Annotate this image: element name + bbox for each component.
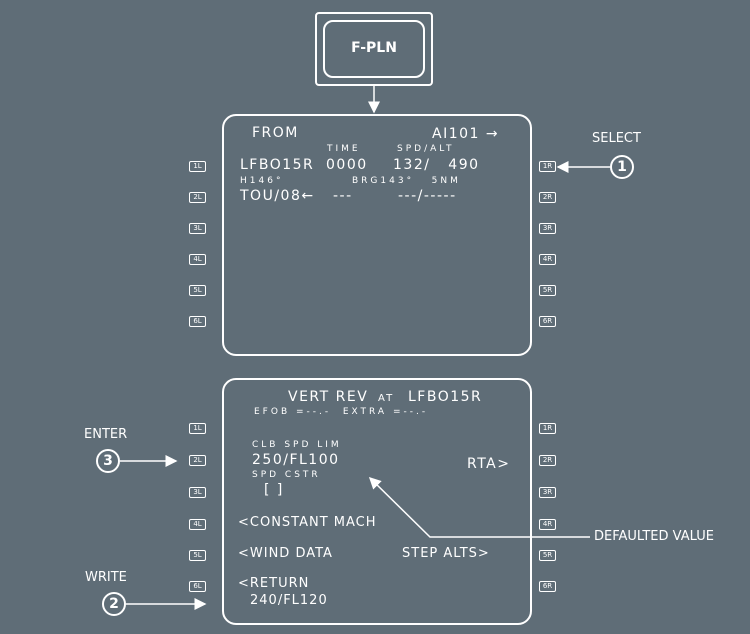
callout-2-badge: 2 xyxy=(102,592,126,616)
fpln-row2-waypoint: TOU/08← xyxy=(240,188,315,204)
lsk-2r-top[interactable]: 2R xyxy=(539,192,556,203)
fpln-row1-bearing: BRG143° 5NM xyxy=(352,176,461,186)
fpln-header-time: TIME xyxy=(327,144,361,154)
fpln-key-outer xyxy=(315,12,433,86)
defaulted-leader xyxy=(368,476,590,538)
enter-label: ENTER xyxy=(84,427,128,442)
fpln-row1-waypoint: LFBO15R xyxy=(240,157,315,173)
lsk-1l-top[interactable]: 1L xyxy=(189,161,206,172)
fpln-flight-number: AI101 → xyxy=(432,126,500,142)
lsk-5l-bottom[interactable]: 5L xyxy=(189,550,206,561)
lsk-2r-bottom[interactable]: 2R xyxy=(539,455,556,466)
rta-prompt[interactable]: RTA> xyxy=(467,456,511,472)
vert-rev-title-at: AT xyxy=(378,393,395,404)
wind-data-prompt[interactable]: <WIND DATA xyxy=(238,546,333,561)
return-value: 240/FL120 xyxy=(250,593,328,608)
mcdu-screen-vert-rev xyxy=(222,378,532,625)
lsk-2l-bottom[interactable]: 2L xyxy=(189,455,206,466)
select-label: SELECT xyxy=(592,131,641,146)
spd-cstr-label: SPD CSTR xyxy=(252,470,321,480)
write-label: WRITE xyxy=(85,570,127,585)
fpln-key-label: F-PLN xyxy=(351,40,397,56)
lsk-4l-bottom[interactable]: 4L xyxy=(189,519,206,530)
lsk-1l-bottom[interactable]: 1L xyxy=(189,423,206,434)
fpln-header-spdalt: SPD/ALT xyxy=(397,144,455,154)
constant-mach-prompt[interactable]: <CONSTANT MACH xyxy=(238,515,377,530)
fpln-title: FROM xyxy=(252,125,299,141)
fpln-row1-heading: H146° xyxy=(240,176,284,186)
callout-1-badge: 1 xyxy=(610,155,634,179)
fpln-row1-spdalt: 132/ 490 xyxy=(393,157,480,173)
lsk-1r-bottom[interactable]: 1R xyxy=(539,423,556,434)
clb-spd-lim-value[interactable]: 250/FL100 xyxy=(252,452,340,468)
vert-rev-waypoint: LFBO15R xyxy=(408,389,483,405)
callout-3-badge: 3 xyxy=(96,449,120,473)
lsk-2l-top[interactable]: 2L xyxy=(189,192,206,203)
lsk-6l-top[interactable]: 6L xyxy=(189,316,206,327)
vert-rev-title: VERT REV xyxy=(288,389,369,405)
fpln-row2-time: --- xyxy=(333,188,353,204)
lsk-5r-top[interactable]: 5R xyxy=(539,285,556,296)
lsk-1r-top[interactable]: 1R xyxy=(539,161,556,172)
fpln-row1-time: 0000 xyxy=(326,157,368,173)
lsk-5r-bottom[interactable]: 5R xyxy=(539,550,556,561)
clb-spd-lim-label: CLB SPD LIM xyxy=(252,440,342,450)
fpln-row2-spdalt: ---/----- xyxy=(398,188,457,204)
lsk-3l-top[interactable]: 3L xyxy=(189,223,206,234)
efob-extra-line: EFOB =--.- EXTRA =--.- xyxy=(254,407,429,417)
step-alts-prompt[interactable]: STEP ALTS> xyxy=(402,546,490,561)
lsk-3l-bottom[interactable]: 3L xyxy=(189,487,206,498)
fpln-key[interactable] xyxy=(323,20,425,78)
defaulted-value-label: DEFAULTED VALUE xyxy=(594,529,714,544)
lsk-3r-bottom[interactable]: 3R xyxy=(539,487,556,498)
lsk-6l-bottom[interactable]: 6L xyxy=(189,581,206,592)
lsk-4r-top[interactable]: 4R xyxy=(539,254,556,265)
lsk-6r-bottom[interactable]: 6R xyxy=(539,581,556,592)
lsk-4l-top[interactable]: 4L xyxy=(189,254,206,265)
lsk-3r-top[interactable]: 3R xyxy=(539,223,556,234)
lsk-6r-top[interactable]: 6R xyxy=(539,316,556,327)
lsk-5l-top[interactable]: 5L xyxy=(189,285,206,296)
return-prompt[interactable]: <RETURN xyxy=(238,576,310,591)
mcdu-screen-fpln xyxy=(222,114,532,356)
spd-cstr-field[interactable]: [ ] xyxy=(264,482,284,498)
lsk-4r-bottom[interactable]: 4R xyxy=(539,519,556,530)
